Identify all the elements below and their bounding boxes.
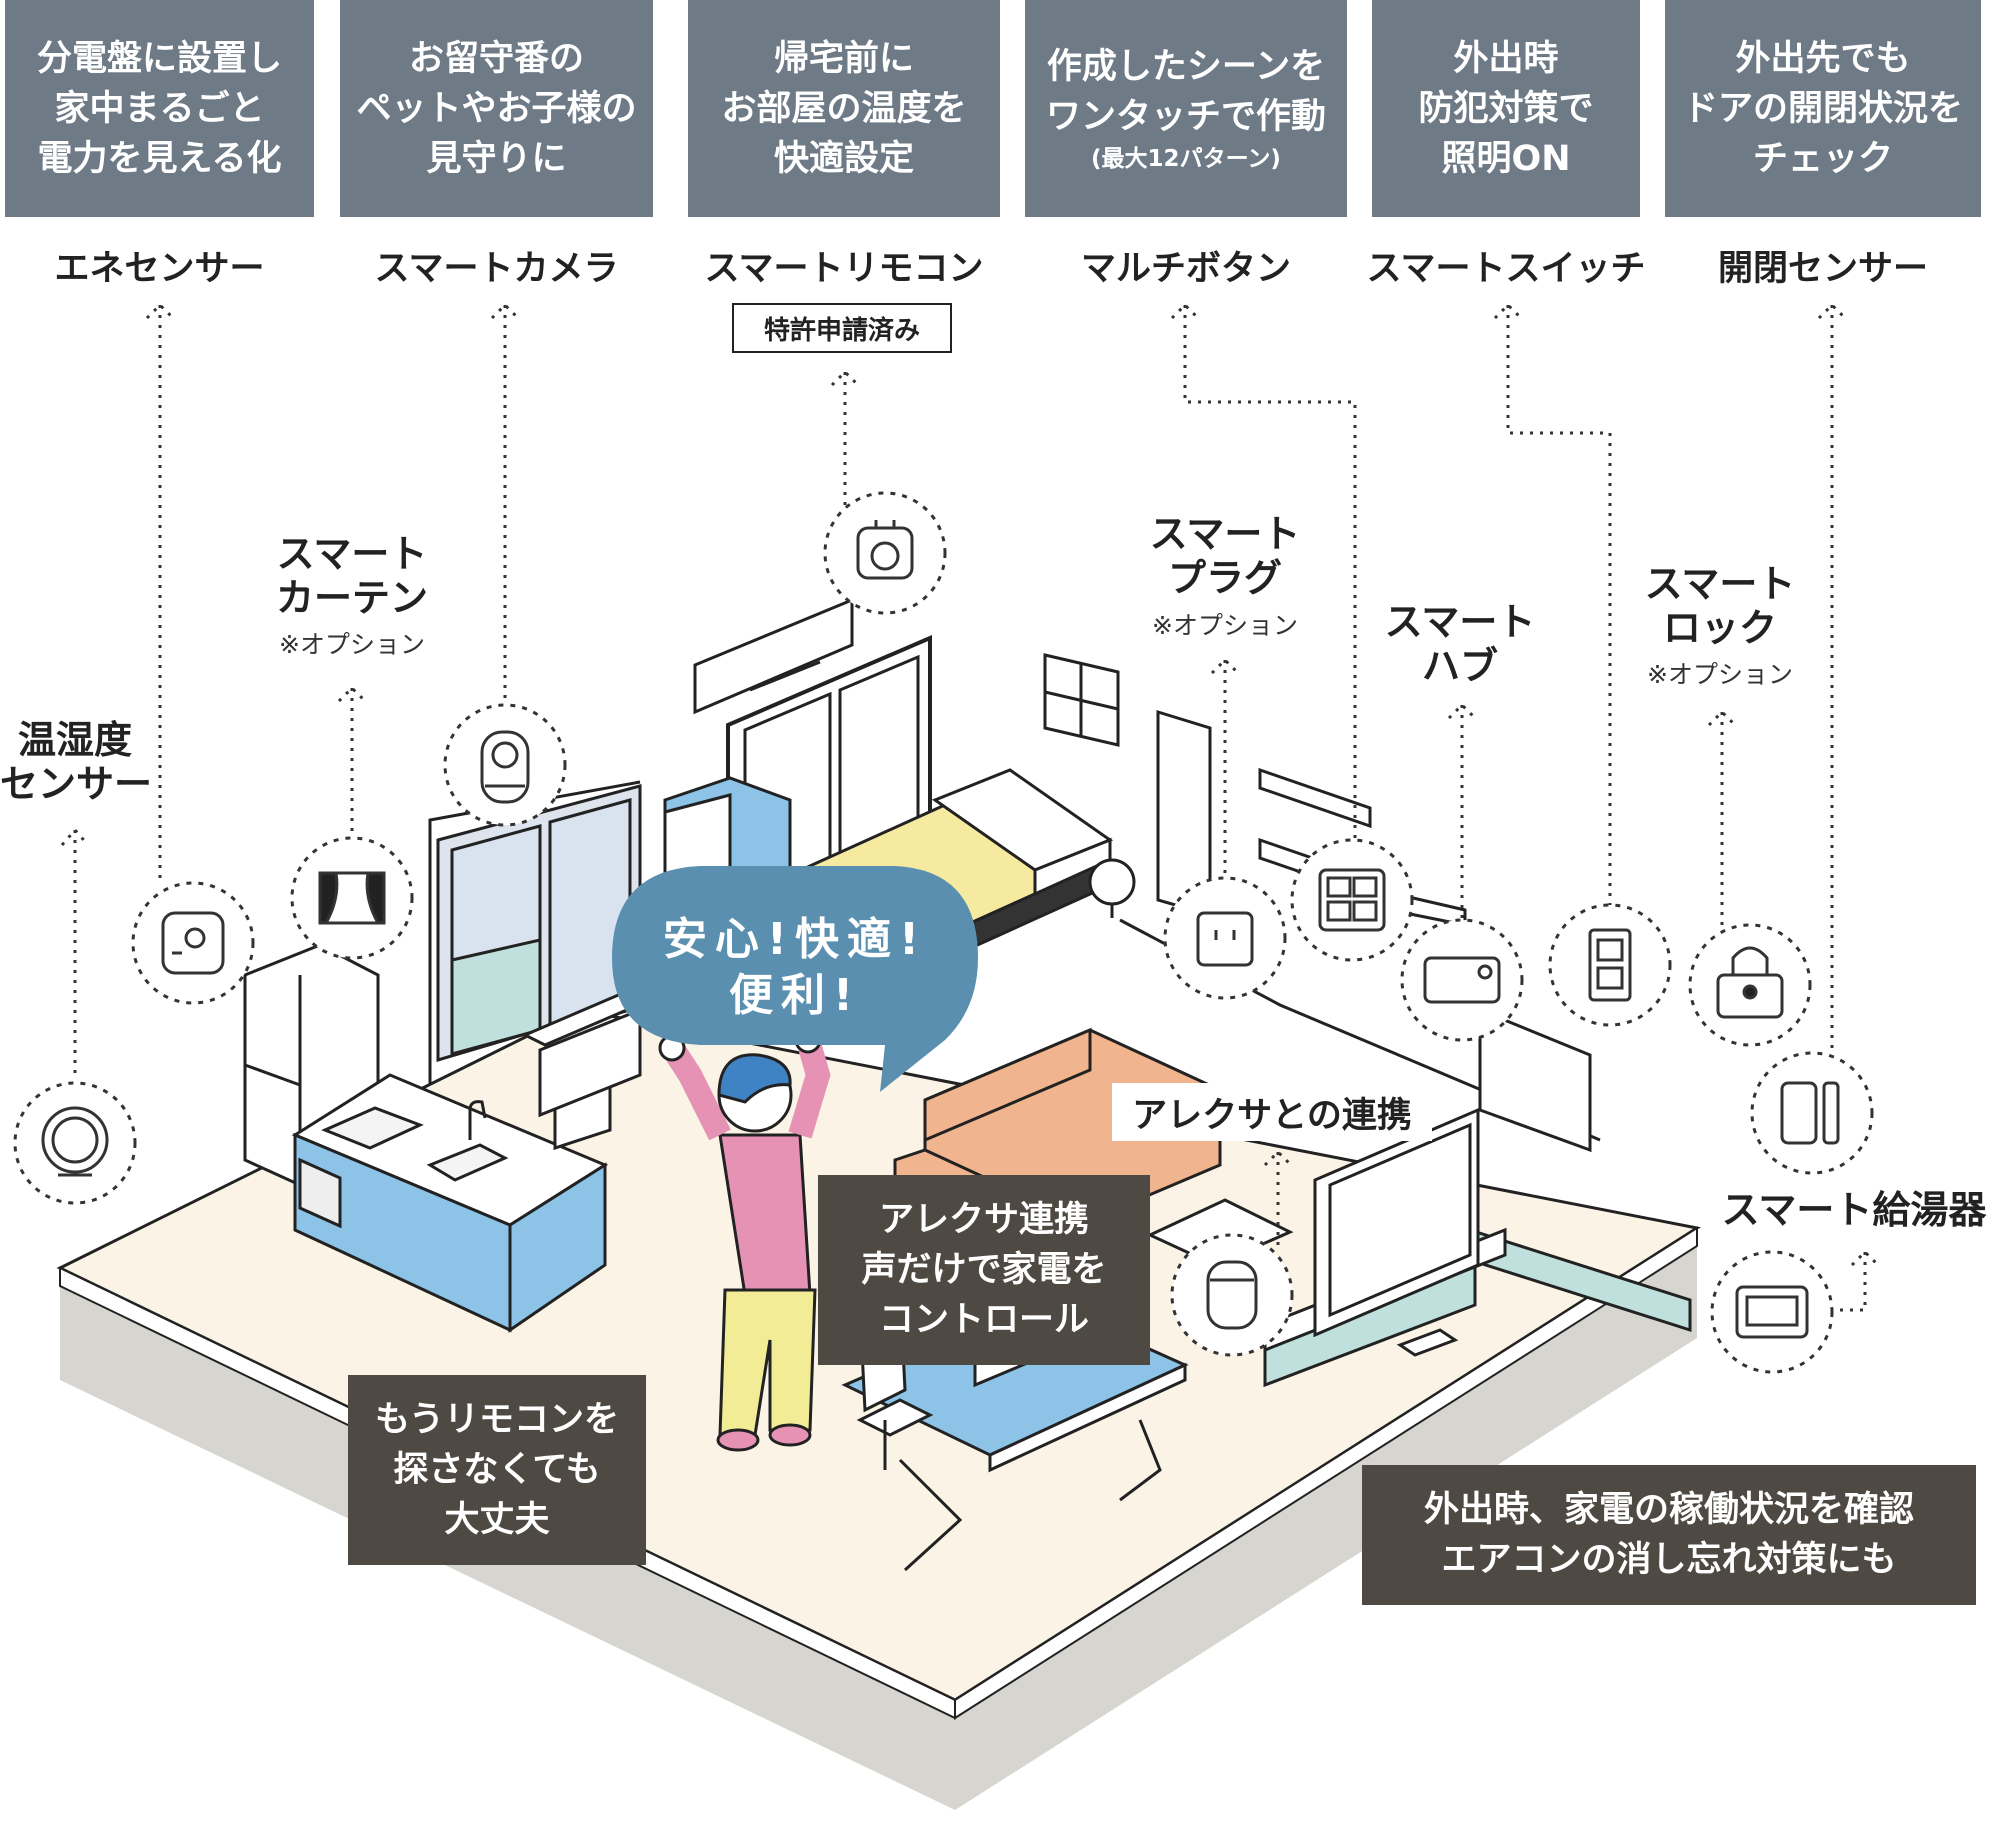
label-lock: スマート ロック: [1630, 562, 1810, 650]
label-line: センサー: [0, 762, 153, 806]
header-line: ペットやお子様の: [356, 88, 637, 129]
header-note: (最大12パターン): [1091, 145, 1281, 172]
header-line: ワンタッチで作動: [1045, 96, 1326, 137]
device-name-multi-button: マルチボタン: [1080, 249, 1291, 289]
person: [658, 1026, 831, 1452]
device-icons: [13, 491, 1874, 1374]
callout-line: アレクサ連携: [878, 1200, 1089, 1240]
header-multi-button: 作成したシーンを ワンタッチで作動 (最大12パターン): [1025, 0, 1347, 217]
patent-badge: 特許申請済み: [732, 303, 952, 353]
header-line: 外出時: [1453, 38, 1559, 79]
hub-icon: [1400, 918, 1524, 1042]
energy-sensor-icon: [131, 881, 255, 1005]
header-door-sensor: 外出先でも ドアの開閉状況を チェック: [1665, 0, 1981, 217]
left-window: [436, 784, 642, 1063]
multi-button-icon: [1290, 838, 1414, 962]
header-line: チェック: [1752, 138, 1893, 179]
label-temp-sensor: 温湿度 センサー: [0, 718, 153, 806]
label-line: スマート: [1149, 512, 1301, 556]
header-line: お部屋の温度を: [721, 88, 967, 129]
device-name-door-sensor: 開閉センサー: [1717, 249, 1928, 289]
camera-icon: [443, 703, 567, 827]
label-plug: スマート プラグ: [1135, 512, 1315, 600]
header-line: 快適設定: [773, 138, 914, 179]
label-line: スマート: [1384, 600, 1536, 644]
kitchen-counter: [291, 1073, 609, 1333]
header-line: 電力を見える化: [37, 138, 282, 179]
water-heater-icon: [1710, 1250, 1834, 1374]
small-desk: [521, 988, 654, 1151]
option-note-curtain: ※オプション: [279, 630, 425, 659]
curtain-icon: [290, 836, 414, 960]
header-line: 作成したシーンを: [1046, 46, 1326, 87]
thermo-sensor-icon: [13, 1081, 137, 1205]
label-water-heater: スマート給湯器: [1721, 1188, 1987, 1232]
header-line: ドアの開閉状況を: [1682, 88, 1963, 129]
bubble-line: 安心!快適!: [662, 914, 928, 965]
device-name-smart-remote: スマートリモコン: [704, 249, 984, 289]
header-line: 見守りに: [426, 138, 567, 179]
header-line: 照明ON: [1441, 138, 1571, 179]
header-line: 分電盤に設置し: [36, 38, 282, 79]
leader-lines: [60, 302, 1880, 1312]
label-curtain: スマート カーテン: [262, 532, 442, 620]
label-hub: スマート ハブ: [1370, 600, 1550, 688]
callout-line: もうリモコンを: [375, 1400, 619, 1440]
header-line: お留守番の: [408, 38, 584, 79]
callout-line: 大丈夫: [444, 1500, 550, 1540]
bubble-text: 安心!快適! 便利!: [620, 912, 970, 1024]
device-name-smart-camera: スマートカメラ: [374, 249, 619, 289]
door-sensor-icon: [1750, 1051, 1874, 1175]
header-smart-remote: 帰宅前に お部屋の温度を 快適設定: [688, 0, 1000, 217]
header-energy-sensor: 分電盤に設置し 家中まるごと 電力を見える化: [5, 0, 314, 217]
callout-line: コントロール: [878, 1300, 1089, 1340]
plug-icon: [1163, 876, 1287, 1000]
option-note-plug: ※オプション: [1152, 611, 1298, 640]
option-note-lock: ※オプション: [1647, 660, 1793, 689]
callout-line: 外出時、家電の稼働状況を確認: [1423, 1490, 1914, 1530]
label-line: プラグ: [1167, 556, 1282, 600]
callout-remote: もうリモコンを 探さなくても 大丈夫: [348, 1375, 646, 1565]
tv: [1263, 1107, 1507, 1388]
header-line: 外出先でも: [1735, 38, 1911, 79]
label-line: スマート: [1644, 562, 1796, 606]
label-line: カーテン: [275, 576, 428, 620]
header-smart-switch: 外出時 防犯対策で 照明ON: [1372, 0, 1640, 217]
lamp: [1088, 858, 1136, 918]
callout-away: 外出時、家電の稼働状況を確認 エアコンの消し忘れ対策にも: [1362, 1465, 1976, 1605]
device-name-energy-sensor: エネセンサー: [54, 249, 265, 289]
alexa-speaker-icon: [1170, 1233, 1294, 1357]
label-line: 温湿度: [17, 718, 132, 762]
callout-line: 探さなくても: [393, 1450, 601, 1490]
callout-line: エアコンの消し忘れ対策にも: [1441, 1540, 1897, 1580]
label-alexa: アレクサとの連携: [1112, 1083, 1432, 1141]
switch-icon: [1548, 903, 1672, 1027]
speech-bubble: [612, 866, 978, 1092]
air-conditioner: [693, 597, 854, 715]
remote-icon: [823, 491, 947, 615]
device-name-smart-switch: スマートスイッチ: [1366, 249, 1646, 289]
lock-icon: [1688, 923, 1812, 1047]
bubble-line: 便利!: [728, 970, 862, 1021]
label-line: スマート: [276, 532, 428, 576]
header-line: 家中まるごと: [54, 88, 265, 129]
header-line: 帰宅前に: [773, 38, 914, 79]
label-line: ハブ: [1421, 644, 1498, 688]
header-line: 防犯対策で: [1418, 88, 1594, 129]
label-line: ロック: [1662, 606, 1777, 650]
callout-line: 声だけで家電を: [861, 1250, 1107, 1290]
callout-alexa: アレクサ連携 声だけで家電を コントロール: [818, 1175, 1150, 1365]
header-smart-camera: お留守番の ペットやお子様の 見守りに: [340, 0, 653, 217]
